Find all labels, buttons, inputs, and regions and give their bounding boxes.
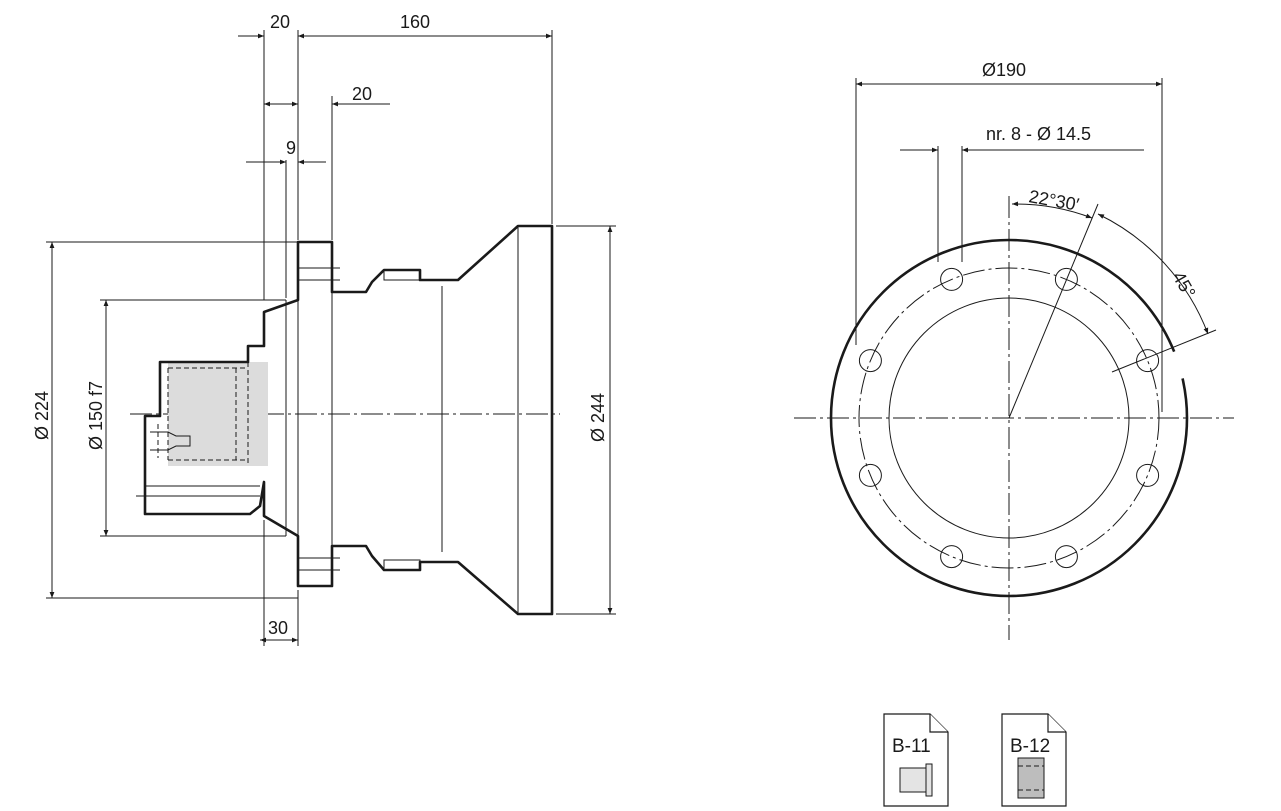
dim-mid-20: 20 <box>352 84 372 104</box>
dim-30: 30 <box>268 618 288 638</box>
tapped-hole <box>150 431 191 451</box>
bolt-hole <box>1136 349 1160 373</box>
dim-dia-150: Ø 150 f7 <box>86 381 106 450</box>
angle-arc-45 <box>1097 213 1209 335</box>
dim-top-160: 160 <box>400 12 430 32</box>
dim-9: 9 <box>286 138 296 158</box>
bolt-head-top <box>383 269 421 281</box>
doc-label-b11: B-11 <box>892 736 931 757</box>
bolt-hole <box>940 545 964 569</box>
pilot-shading <box>168 362 268 466</box>
bolt-pitch-circle <box>858 267 1160 569</box>
bolt-hole <box>858 463 882 487</box>
front-view: Ø190 nr. 8 - Ø 14.5 22°30′ 45° <box>794 60 1234 640</box>
bolt-hole <box>1054 267 1078 291</box>
dim-angle-22: 22°30′ <box>1027 186 1081 215</box>
flange-outer-circle <box>829 238 1189 598</box>
dim-top-20: 20 <box>270 12 290 32</box>
doc-link-b12[interactable]: B-12 <box>1001 713 1067 807</box>
bolt-head-bottom <box>383 559 421 571</box>
side-view: 20 160 20 9 30 Ø 224 Ø 150 f7 Ø 244 <box>32 12 616 646</box>
bolt-hole <box>858 349 882 373</box>
dim-dia-224: Ø 224 <box>32 391 52 440</box>
bolt-hole <box>1136 463 1160 487</box>
dim-holes: nr. 8 - Ø 14.5 <box>986 124 1091 144</box>
inner-bore-circle <box>888 297 1130 539</box>
doc-label-b12: B-12 <box>1010 736 1050 757</box>
angle-arc-22 <box>1011 201 1093 219</box>
bolt-hole <box>1054 545 1078 569</box>
dim-pcd-190: Ø190 <box>982 60 1026 80</box>
dim-dia-244: Ø 244 <box>588 393 608 442</box>
shaft-thumbnail-icon <box>899 767 927 793</box>
hollow-shaft-thumbnail-icon <box>1017 757 1045 799</box>
doc-link-b11[interactable]: B-11 <box>883 713 949 807</box>
bolt-hole <box>940 267 964 291</box>
bolt-holes <box>858 267 1160 569</box>
